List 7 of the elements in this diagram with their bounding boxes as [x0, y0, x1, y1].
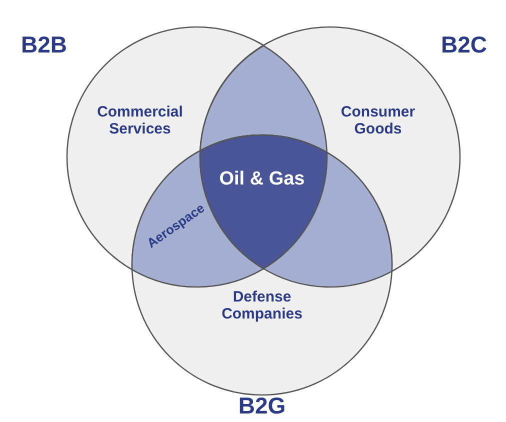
set-label: B2B: [21, 32, 67, 58]
set-label: B2G: [238, 393, 286, 419]
category-label: Defense Companies: [220, 290, 304, 322]
set-label: B2C: [441, 32, 487, 58]
overlap-label: Oil & Gas: [219, 170, 305, 190]
category-label: Commercial Services: [96, 104, 184, 138]
category-label: Consumer Goods: [340, 104, 416, 138]
